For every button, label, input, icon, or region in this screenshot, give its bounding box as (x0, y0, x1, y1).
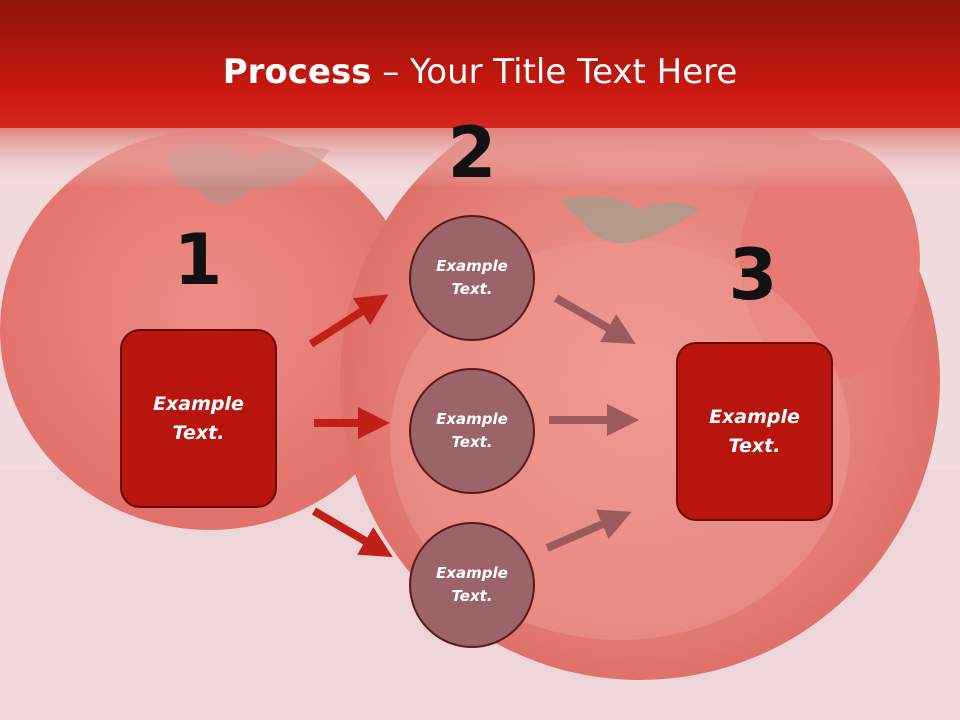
circle-middle-line2: Text. (451, 433, 493, 451)
circle-bottom-line2: Text. (451, 587, 493, 605)
circle-middle-line1: Example (436, 410, 508, 428)
step-number-2: 2 (447, 112, 497, 194)
step-number-1: 1 (173, 219, 223, 301)
step-3-text-line1: Example (709, 405, 800, 428)
step-1-text-line2: Text. (172, 421, 225, 444)
arrow-from-bottom-circle (545, 509, 632, 552)
circle-top-line1: Example (436, 257, 508, 275)
step-1-text-line1: Example (153, 392, 244, 415)
title-bold: Process (222, 52, 372, 92)
arrow-from-top-circle (554, 294, 636, 344)
circle-top-line2: Text. (451, 280, 493, 298)
circle-bottom-line1: Example (436, 564, 508, 582)
title-rest: – Your Title Text Here (371, 52, 738, 92)
step-number-3: 3 (728, 234, 778, 316)
arrow-to-bottom-circle (311, 507, 393, 558)
arrow-to-top-circle (308, 294, 389, 348)
slide-title: Process – Your Title Text Here (0, 52, 960, 92)
step-3-text-line2: Text. (728, 434, 781, 457)
